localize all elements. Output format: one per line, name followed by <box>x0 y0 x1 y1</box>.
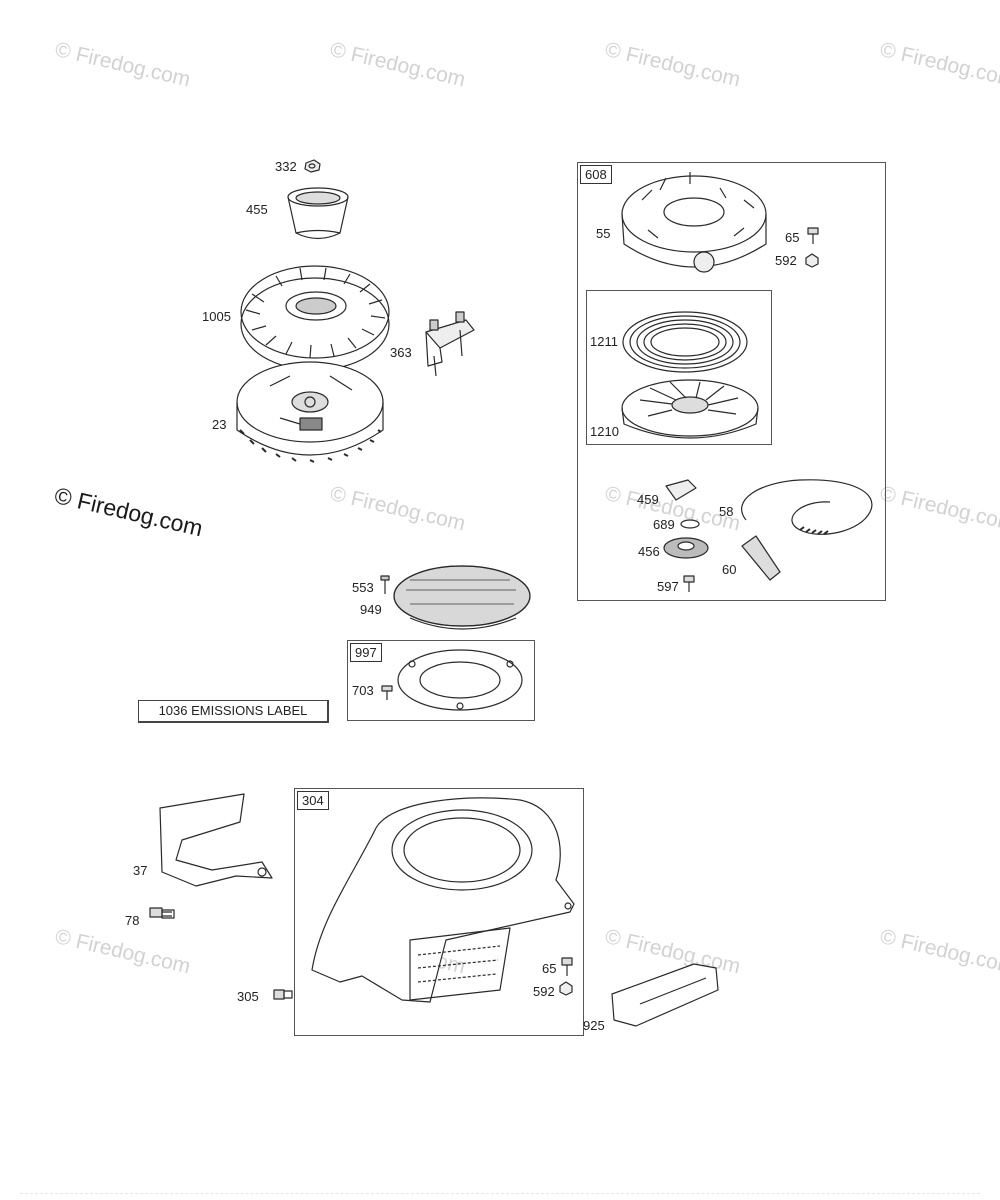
part-305-screw <box>273 989 293 1000</box>
part-304-blower-housing <box>311 797 575 1003</box>
callout-703: 703 <box>352 683 374 698</box>
part-455-cup <box>287 187 349 240</box>
part-78-screw <box>149 907 175 919</box>
callout-925: 925 <box>583 1018 605 1033</box>
callout-592-a: 592 <box>775 253 797 268</box>
part-1211-spring <box>622 311 748 373</box>
callout-65-b: 65 <box>542 961 557 976</box>
adapter-group-box <box>347 640 535 721</box>
callout-58: 58 <box>719 504 734 519</box>
part-1005-fan <box>240 265 390 371</box>
part-592-nut-a <box>805 253 819 268</box>
callout-455: 455 <box>246 202 268 217</box>
part-65-screw-a <box>807 227 819 244</box>
part-1210-pulley <box>621 379 759 439</box>
callout-592-b: 592 <box>533 984 555 999</box>
part-997-adapter-ring <box>397 649 523 711</box>
part-592-nut-b <box>559 981 573 996</box>
callout-65-a: 65 <box>785 230 800 245</box>
callout-55: 55 <box>596 226 611 241</box>
part-65-screw-b <box>561 957 573 976</box>
callout-459: 459 <box>637 492 659 507</box>
callout-60: 60 <box>722 562 737 577</box>
part-332-nut <box>304 159 321 173</box>
part-703-screw <box>381 685 393 700</box>
part-689-washer <box>680 519 700 529</box>
callout-597: 597 <box>657 579 679 594</box>
part-456-retainer <box>663 537 709 559</box>
footer-divider <box>20 1193 980 1196</box>
callout-1005: 1005 <box>202 309 231 324</box>
rewind-starter-group-box <box>577 162 886 601</box>
callout-608-box-label: 608 <box>580 165 612 184</box>
part-58-rope <box>741 479 873 535</box>
callout-37: 37 <box>133 863 148 878</box>
part-553-screw <box>380 575 390 594</box>
part-925-cover <box>611 963 719 1027</box>
callout-305: 305 <box>237 989 259 1004</box>
callout-78: 78 <box>125 913 140 928</box>
blower-housing-group-box <box>294 788 584 1036</box>
part-55-starter-housing <box>621 172 767 273</box>
part-363-bracket <box>425 311 475 377</box>
callout-363: 363 <box>390 345 412 360</box>
part-597-screw <box>683 575 695 592</box>
part-37-baffle <box>159 793 273 887</box>
callout-332: 332 <box>275 159 297 174</box>
callout-553: 553 <box>352 580 374 595</box>
callout-456: 456 <box>638 544 660 559</box>
callout-1211: 1211 <box>590 334 618 349</box>
part-949-screen <box>393 565 531 630</box>
callout-689: 689 <box>653 517 675 532</box>
part-60-handle <box>741 535 781 581</box>
callout-304-box-label: 304 <box>297 791 329 810</box>
part-23-flywheel <box>236 361 384 463</box>
callout-997-box-label: 997 <box>350 643 382 662</box>
pulley-spring-subgroup-box <box>586 290 772 445</box>
callout-949: 949 <box>360 602 382 617</box>
callout-1210: 1210 <box>590 424 619 439</box>
emissions-label-callout: 1036 EMISSIONS LABEL <box>138 700 329 723</box>
callout-23: 23 <box>212 417 227 432</box>
part-459-dog <box>665 479 697 501</box>
